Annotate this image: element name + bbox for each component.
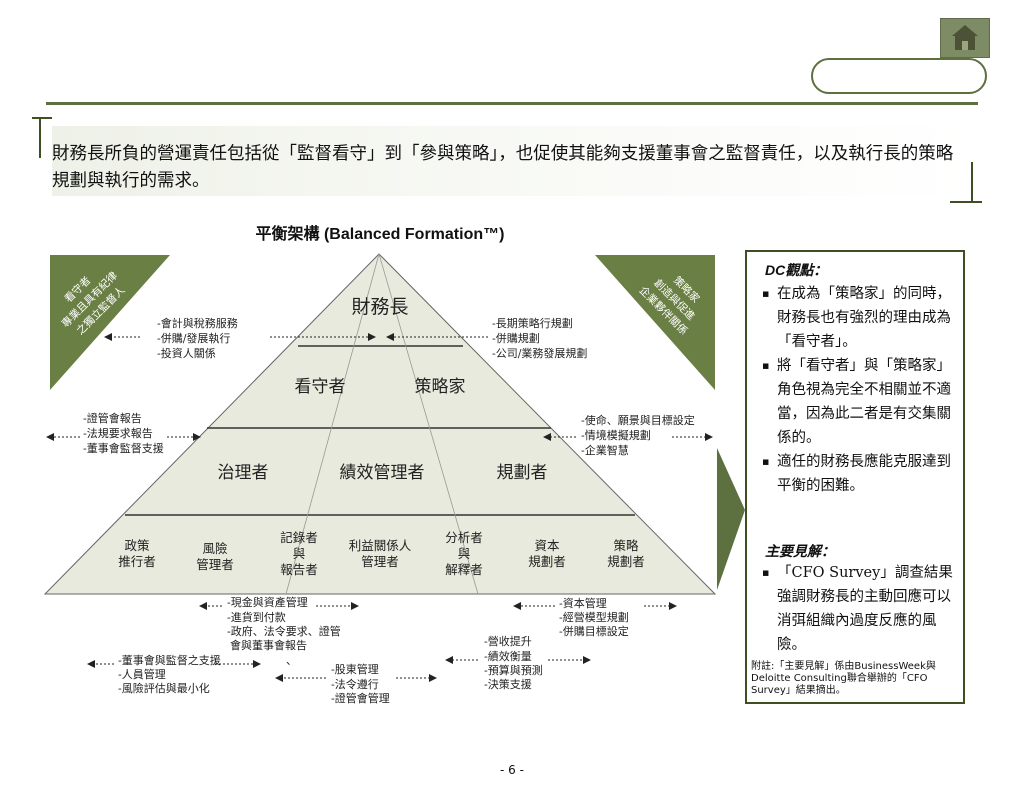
page-number: - 6 -: [500, 763, 524, 777]
svg-text:-進貨到付款: -進貨到付款: [227, 610, 286, 624]
svg-text:-證管會報告: -證管會報告: [83, 411, 142, 425]
label-policy-implementer: 政策 推行者: [118, 538, 156, 569]
notes-bottom-3: -股東管理 -法令遵行 -證管會管理: [331, 662, 390, 705]
svg-text:風險: 風險: [202, 541, 228, 556]
notes-bottom-2: -董事會與監督之支援 -人員管理 -風險評估與最小化: [118, 653, 221, 695]
svg-text:記錄者: 記錄者: [280, 530, 318, 545]
svg-text:、: 、: [286, 654, 297, 667]
svg-text:策略: 策略: [613, 538, 639, 553]
svg-text:-預算與預測: -預算與預測: [484, 663, 543, 677]
notes-mid-right: -使命、願景與目標設定 -情境模擬規劃 -企業智慧: [581, 413, 695, 457]
label-watcher: 看守者: [295, 377, 346, 397]
svg-text:規劃者: 規劃者: [607, 554, 645, 569]
svg-text:-併購規劃: -併購規劃: [492, 331, 540, 345]
svg-text:-現金與資產管理: -現金與資產管理: [227, 595, 308, 609]
svg-text:-法規要求報告: -法規要求報告: [83, 426, 153, 440]
label-capital-planner: 資本 規劃者: [528, 538, 566, 569]
label-recorder-reporter: 記錄者 與 報告者: [280, 530, 318, 577]
dc-point: 在成為「策略家」的同時，財務長也有強烈的理由成為「看守者」。: [762, 282, 957, 354]
label-analyst-interpreter: 分析者 與 解釋者: [445, 530, 483, 577]
pyramid-axis-left: [285, 253, 380, 595]
dc-point: 將「看守者」與「策略家」角色視為完全不相關並不適當，因為此二者是有交集關係的。: [762, 354, 957, 450]
svg-text:解釋者: 解釋者: [445, 562, 483, 577]
left-banner: [50, 255, 170, 390]
header-rule: [46, 102, 978, 105]
svg-text:-人員管理: -人員管理: [118, 667, 166, 681]
label-apex: 財務長: [351, 296, 408, 318]
connector-arrows: [46, 333, 713, 682]
label-governor: 治理者: [218, 463, 269, 483]
svg-text:-董事會與監督之支援: -董事會與監督之支援: [118, 653, 221, 667]
balanced-formation-diagram: 財務長 看守者 策略家 治理者 績效管理者 規劃者 政策 推行者 風險 管理者 …: [43, 253, 745, 705]
svg-text:-法令遵行: -法令遵行: [331, 677, 379, 691]
svg-text:-情境模擬規劃: -情境模擬規劃: [581, 428, 651, 442]
intro-corner-marks: [32, 117, 982, 203]
label-strategy-planner: 策略 規劃者: [607, 538, 645, 569]
survey-point: 「CFO Survey」調查結果強調財務長的主動回應可以消弭組織內過度反應的風險…: [762, 561, 957, 657]
label-risk-manager: 風險 管理者: [196, 541, 234, 572]
home-button[interactable]: [940, 18, 990, 58]
label-stakeholder-manager: 利益關係人 管理者: [349, 538, 412, 569]
notes-bottom-5: -資本管理 -經營模型規劃 -併購目標設定: [559, 596, 629, 638]
svg-text:-營收提升: -營收提升: [484, 634, 532, 648]
svg-text:-政府、法令要求、證管: -政府、法令要求、證管: [227, 624, 341, 638]
dc-heading: DC觀點：: [765, 262, 828, 278]
notes-mid-left: -證管會報告 -法規要求報告 -董事會監督支援: [83, 411, 164, 455]
survey-points: 「CFO Survey」調查結果強調財務長的主動回應可以消弭組織內過度反應的風險…: [762, 561, 957, 657]
label-strategist: 策略家: [415, 377, 466, 397]
svg-text:-長期策略行規劃: -長期策略行規劃: [492, 316, 573, 330]
pyramid-axis-right: [378, 253, 479, 595]
dc-point: 適任的財務長應能克服達到平衡的困難。: [762, 450, 957, 498]
dc-points: 在成為「策略家」的同時，財務長也有強烈的理由成為「看守者」。 將「看守者」與「策…: [762, 282, 957, 498]
svg-text:-績效衡量: -績效衡量: [484, 649, 532, 663]
svg-text:-企業智慧: -企業智慧: [581, 443, 629, 457]
svg-text:報告者: 報告者: [280, 562, 318, 577]
svg-text:-併購/發展執行: -併購/發展執行: [157, 331, 230, 345]
svg-text:-併購目標設定: -併購目標設定: [559, 624, 629, 638]
footnote: 附註:「主要見解」係由BusinessWeek與Deloitte Consult…: [751, 661, 936, 696]
svg-text:-投資人關係: -投資人關係: [157, 346, 216, 360]
svg-text:管理者: 管理者: [196, 557, 234, 572]
right-banner: [595, 255, 715, 390]
svg-text:與: 與: [458, 546, 471, 561]
intro-banner: [52, 126, 970, 196]
notes-bottom-4: -營收提升 -績效衡量 -預算與預測 -決策支援: [484, 634, 543, 691]
header-pill-frame: [811, 58, 987, 94]
intro-text: 財務長所負的營運責任包括從「監督看守」到「參與策略」，也促使其能夠支援董事會之監…: [52, 144, 954, 191]
notes-top-left: -會計與稅務服務 -併購/發展執行 -投資人關係: [157, 316, 238, 360]
svg-text:-證管會管理: -證管會管理: [331, 691, 390, 705]
svg-text:管理者: 管理者: [361, 554, 399, 569]
label-performance-manager: 績效管理者: [340, 463, 425, 483]
svg-text:-資本管理: -資本管理: [559, 596, 607, 610]
svg-text:-使命、願景與目標設定: -使命、願景與目標設定: [581, 413, 695, 427]
house-icon: [952, 25, 978, 50]
svg-text:政策: 政策: [124, 538, 150, 553]
svg-text:推行者: 推行者: [118, 554, 156, 569]
svg-text:分析者: 分析者: [445, 530, 483, 545]
survey-heading: 主要見解：: [765, 543, 835, 559]
svg-text:規劃者: 規劃者: [528, 554, 566, 569]
svg-text:-風險評估與最小化: -風險評估與最小化: [118, 681, 210, 695]
notes-top-right: -長期策略行規劃 -併購規劃 -公司/業務發展規劃: [492, 316, 587, 360]
svg-text:與: 與: [293, 546, 306, 561]
label-planner: 規劃者: [497, 463, 548, 483]
svg-text:-公司/業務發展規劃: -公司/業務發展規劃: [492, 346, 587, 360]
svg-text:-股東管理: -股東管理: [331, 662, 379, 676]
svg-text:資本: 資本: [534, 538, 560, 553]
svg-text:會與董事會報告: 會與董事會報告: [230, 638, 307, 652]
svg-text:-會計與稅務服務: -會計與稅務服務: [157, 316, 238, 330]
panel-pointer: [717, 448, 745, 590]
pyramid: [43, 253, 717, 595]
svg-text:-董事會監督支援: -董事會監督支援: [83, 441, 164, 455]
svg-text:-經營模型規劃: -經營模型規劃: [559, 610, 629, 624]
svg-text:利益關係人: 利益關係人: [349, 538, 412, 553]
svg-text:-決策支援: -決策支援: [484, 677, 532, 691]
diagram-title: 平衡架構 (Balanced Formation™): [255, 226, 505, 243]
notes-bottom-1: -現金與資產管理 -進貨到付款 -政府、法令要求、證管 會與董事會報告 、: [227, 595, 341, 667]
